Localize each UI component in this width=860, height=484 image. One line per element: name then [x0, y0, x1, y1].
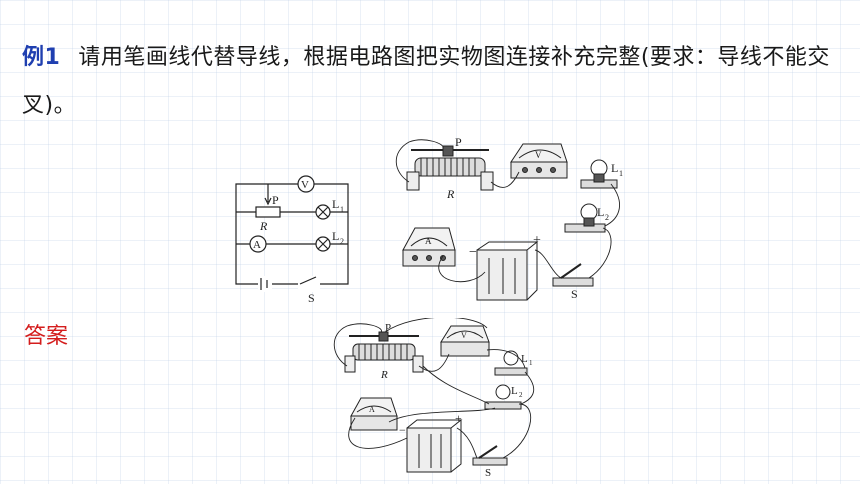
answer-voltmeter	[440, 325, 490, 357]
schematic-v-label: V	[301, 179, 309, 191]
answer-plus: +	[455, 411, 462, 425]
rheostat	[406, 145, 494, 191]
apparatus-l1-label: L	[611, 161, 618, 175]
apparatus-s-label: S	[571, 287, 578, 301]
voltmeter	[510, 143, 568, 179]
question-body: 请用笔画线代替导线，根据电路图把实物图连接补充完整(要求：导线不能交叉)。	[22, 45, 830, 118]
apparatus-v-label: V	[535, 150, 542, 160]
apparatus-l2-sub: 2	[605, 213, 609, 222]
answer-p-label: P	[385, 322, 391, 334]
apparatus-minus: −	[469, 245, 477, 260]
schematic-l1-label: L	[332, 197, 339, 211]
schematic-s-label: S	[308, 291, 315, 302]
answer-l1-label: L	[521, 353, 528, 365]
answer-wires	[333, 318, 535, 459]
apparatus-l1-sub: 1	[619, 169, 623, 178]
apparatus-a-label: A	[425, 236, 432, 246]
answer-switch	[472, 445, 508, 466]
given-wires	[395, 139, 620, 283]
battery-pack	[476, 241, 539, 301]
schematic-p-label: P	[272, 193, 279, 207]
apparatus-l2-label: L	[597, 205, 604, 219]
schematic-l2-label: L	[332, 229, 339, 243]
answer-l2-sub: 2	[519, 391, 523, 399]
apparatus-plus: +	[533, 233, 541, 248]
answer-ammeter	[350, 397, 398, 431]
answer-v-label: V	[461, 331, 467, 340]
lamp-l2	[564, 203, 606, 233]
answer-minus: −	[399, 423, 406, 437]
schematic-l1-sub: 1	[340, 205, 344, 214]
answer-r-label: R	[380, 369, 388, 381]
ammeter	[402, 227, 456, 267]
apparatus-question: P R V A − + L 1 L 2 S	[395, 135, 623, 301]
apparatus-r-label: R	[446, 187, 455, 201]
schematic-a-label: A	[253, 239, 261, 251]
answer-rheostat	[344, 331, 424, 373]
answer-l2-label: L	[511, 385, 518, 397]
question-label: 例1	[22, 45, 61, 70]
answer-a-label: A	[369, 405, 375, 414]
apparatus-p-label: P	[455, 135, 462, 149]
answer-lamp-l2	[484, 384, 522, 410]
switch	[552, 263, 594, 287]
answer-battery-pack	[406, 419, 463, 473]
lamp-l1	[580, 159, 618, 189]
apparatus-answer: P R V A − + L 1 L 2 S	[333, 318, 535, 478]
schematic-r-label: R	[259, 219, 268, 233]
answer-s-label: S	[485, 467, 491, 478]
schematic-l2-sub: 2	[340, 237, 344, 246]
circuit-schematic: V P R A L 1 L 2 S	[235, 175, 349, 302]
answer-label: 答案	[24, 324, 69, 349]
answer-l1-sub: 1	[529, 359, 533, 367]
